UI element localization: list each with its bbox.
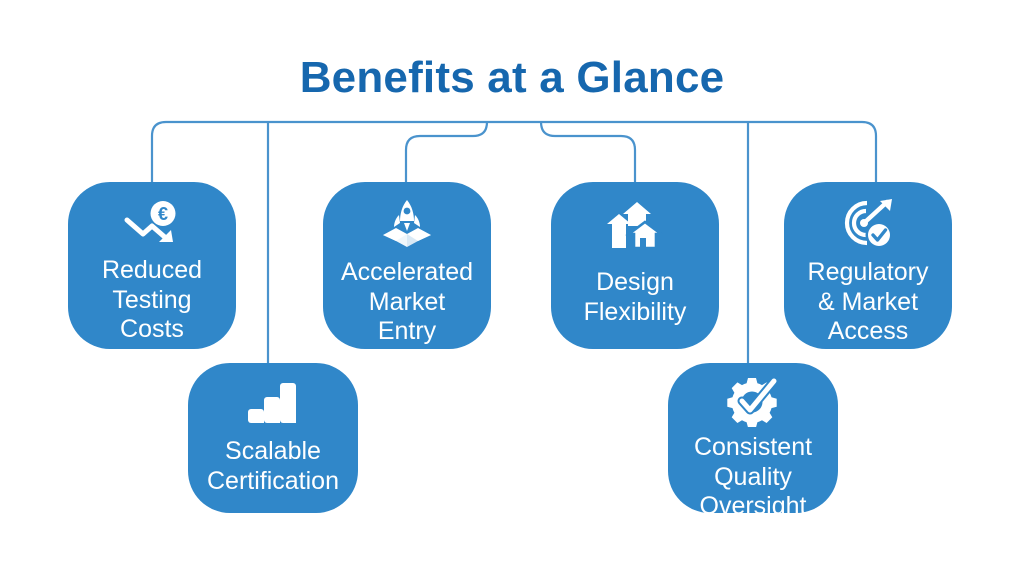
benefit-card-regulatory-market-access[interactable]: Regulatory & Market Access [784, 182, 952, 349]
target-dart-check-icon [837, 198, 899, 250]
gear-check-icon [724, 376, 782, 428]
benefit-card-label: Regulatory & Market Access [807, 258, 929, 345]
benefit-card-design-flexibility[interactable]: Design Flexibility [551, 182, 719, 349]
buildings-arrow-icon [607, 200, 665, 252]
benefit-card-label: Design Flexibility [583, 268, 687, 326]
connector-to-card-3 [539, 121, 637, 182]
benefit-card-accelerated-market-entry[interactable]: Accelerated Market Entry [323, 182, 491, 349]
connector-to-card-2 [404, 121, 489, 182]
ascending-bars-icon [247, 379, 299, 427]
benefit-card-label: Accelerated Market Entry [340, 258, 474, 345]
svg-text:€: € [158, 204, 168, 224]
connector-to-card-0 [150, 120, 167, 182]
page-title: Benefits at a Glance [299, 53, 725, 102]
benefit-card-consistent-quality-oversight[interactable]: Consistent Quality Oversight [668, 363, 838, 520]
benefit-card-label: Consistent Quality Oversight [693, 433, 813, 520]
benefit-card-label: Reduced Testing Costs [101, 256, 203, 343]
connector-to-card-5 [861, 120, 878, 182]
euro-declining-arrow-icon: € [121, 200, 183, 250]
rocket-launch-box-icon [376, 198, 438, 250]
benefit-card-scalable-certification[interactable]: Scalable Certification [188, 363, 358, 513]
benefit-card-label: Scalable Certification [207, 437, 339, 495]
benefit-card-reduced-testing-costs[interactable]: € Reduced Testing Costs [68, 182, 236, 349]
